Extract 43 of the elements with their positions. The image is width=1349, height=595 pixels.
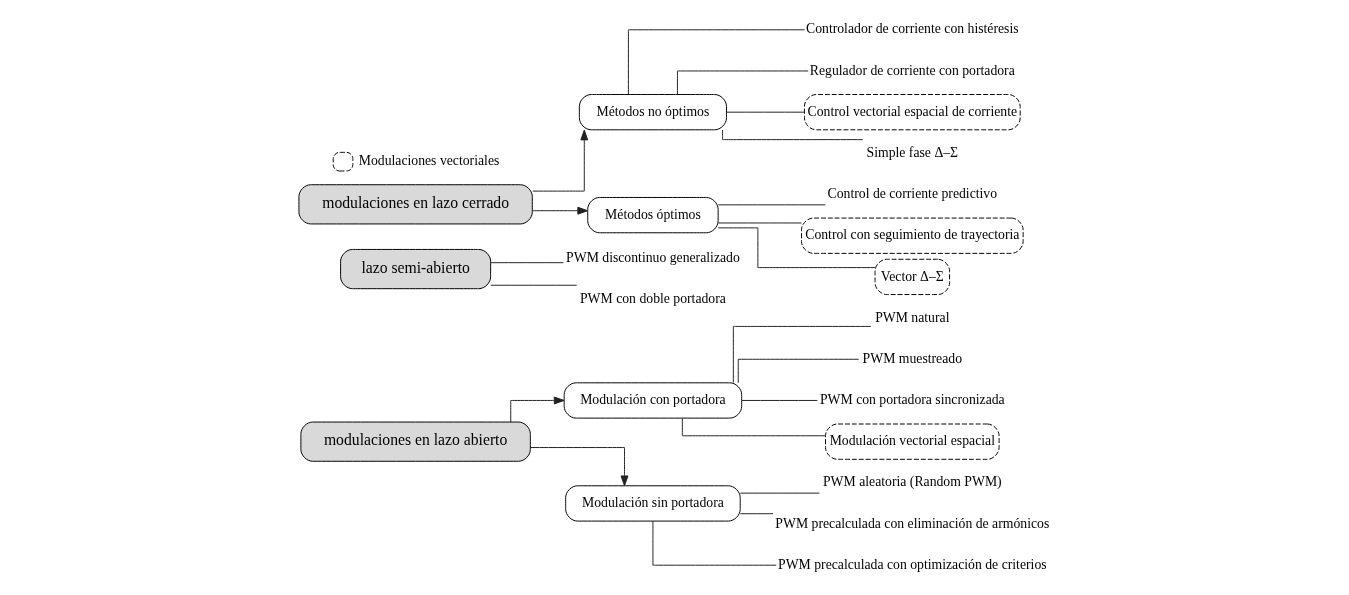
node-text: PWM precalculada con optimización de criterios <box>777 556 1047 572</box>
node-box: Vector Δ–Σ <box>874 258 950 296</box>
node-text: PWM natural <box>874 309 949 325</box>
node-box: Métodos óptimos <box>586 197 719 234</box>
connector <box>676 70 809 95</box>
node-text: PWM muestreado <box>862 350 962 366</box>
legend-label: Modulaciones vectoriales <box>358 153 499 169</box>
connector <box>717 204 826 206</box>
node-text: PWM con portadora sincronizada <box>819 392 1005 408</box>
node-box: Modulación sin portadora <box>564 485 741 522</box>
arrow <box>529 447 628 487</box>
connector <box>725 111 805 113</box>
node-box: modulaciones en lazo abierto <box>299 421 531 462</box>
connector <box>717 227 875 269</box>
connector <box>721 129 863 141</box>
connector <box>717 222 802 224</box>
node-box: Control vectorial espacial de corriente <box>803 94 1021 131</box>
node-text: Regulador de corriente con portadora <box>809 62 1015 78</box>
arrow <box>531 206 588 215</box>
connector <box>732 325 871 384</box>
node-text: PWM precalculada con eliminación de armónicos <box>774 515 1049 531</box>
node-text: PWM con doble portadora <box>579 291 726 307</box>
connector <box>627 29 805 95</box>
connector <box>651 520 777 566</box>
connector <box>739 513 774 515</box>
node-text: Simple fase Δ–Σ <box>866 144 958 160</box>
node-text: Control de corriente predictivo <box>827 186 997 202</box>
node-text: Controlador de corriente con histéresis <box>805 21 1019 37</box>
connector <box>489 262 564 264</box>
node-box: Modulación vectorial espacial <box>824 423 1000 460</box>
node-box: Modulación con portadora <box>563 382 742 419</box>
node-box: Control con seguimiento de trayectoria <box>800 217 1024 254</box>
arrow <box>531 129 588 192</box>
connector <box>740 400 818 401</box>
node-box: lazo semi-abierto <box>339 248 491 290</box>
connector <box>739 492 820 494</box>
arrow <box>509 396 565 423</box>
connector <box>737 358 859 384</box>
node-text: PWM discontinuo generalizado <box>565 249 740 265</box>
node-text: PWM aleatoria (Random PWM) <box>822 474 1002 490</box>
node-box: modulaciones en lazo cerrado <box>297 184 533 225</box>
node-box: Métodos no óptimos <box>578 94 727 131</box>
connector <box>489 284 577 286</box>
